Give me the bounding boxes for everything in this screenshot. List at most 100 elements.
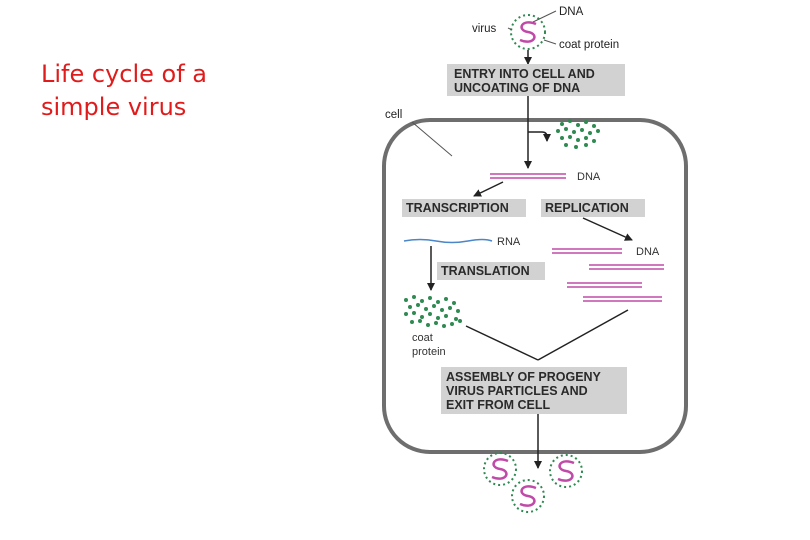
dna-label-right: DNA [636, 246, 660, 258]
cell-wall [382, 118, 688, 454]
coat-protein-dot [424, 307, 428, 311]
dna-strands-uncoated [490, 173, 566, 179]
coat-protein-dot [576, 138, 580, 142]
cell-label: cell [385, 109, 402, 121]
coat-protein-dot [412, 295, 416, 299]
coat-protein-dot [412, 311, 416, 315]
virus-coat-ring [549, 454, 583, 488]
coat-protein-dot [454, 317, 458, 321]
coat-protein-dot [560, 136, 564, 140]
coat-protein-dot [416, 303, 420, 307]
coat-protein-dot [436, 316, 440, 320]
coat-protein-dot [442, 324, 446, 328]
entry-box-line-2: UNCOATING OF DNA [454, 81, 580, 95]
replication-box [541, 199, 645, 217]
converge-line-right [537, 309, 629, 361]
coat-protein-dot [420, 315, 424, 319]
translation-label: TRANSLATION [441, 264, 530, 278]
coat-protein-dot [588, 131, 592, 135]
progeny-virus-2 [549, 454, 583, 488]
virus-coat-ring [510, 14, 546, 50]
coat-protein-dot [580, 128, 584, 132]
virus-dna-coil [557, 460, 575, 482]
coat-protein-label-top: coat protein [559, 39, 619, 51]
virus-dna-coil [519, 485, 537, 507]
coat-protein-dot [572, 130, 576, 134]
dna-strands-replicated [552, 248, 664, 302]
coat-protein-dot [410, 320, 414, 324]
coat-protein-dot [584, 120, 588, 124]
virus-coat-ring [511, 479, 545, 513]
coat-protein-dot [436, 300, 440, 304]
virus-dna-coil [519, 21, 537, 43]
translation-box [437, 262, 545, 280]
slide-title-line-1: Life cycle of a [41, 60, 208, 88]
dna-label-mid: DNA [577, 171, 601, 183]
coat-protein-dot [592, 124, 596, 128]
coat-protein-dot [576, 123, 580, 127]
coat-protein-dot [448, 306, 452, 310]
entry-box-line-1: ENTRY INTO CELL AND [454, 67, 595, 81]
assembly-box-line-2: VIRUS PARTICLES AND [446, 384, 588, 398]
assembly-box [441, 367, 627, 414]
arrow-replication-to-dna [582, 217, 633, 241]
cell-label-leader [411, 121, 453, 157]
coat-protein-dot [408, 305, 412, 309]
converge-line-left [465, 325, 539, 361]
virus-label: virus [472, 23, 497, 35]
coat-protein-dot [444, 297, 448, 301]
coat-protein-dot [418, 319, 422, 323]
coat-protein-dot [568, 119, 572, 123]
virus-dna-coil [491, 458, 509, 480]
coat-protein-dot [444, 314, 448, 318]
transcription-box [402, 199, 526, 217]
coat-protein-dot [450, 322, 454, 326]
coat-protein-dot [574, 145, 578, 149]
coat-protein-dot [560, 122, 564, 126]
assembly-box-line-3: EXIT FROM CELL [446, 398, 551, 412]
rna-strand [403, 238, 493, 244]
coat-protein-label-bottom-1: coat [412, 332, 433, 344]
coat-protein-dot [456, 309, 460, 313]
virus-label-leader [507, 27, 513, 31]
coat-protein-dot [458, 319, 462, 323]
replication-label: REPLICATION [545, 201, 629, 215]
coat-protein-dot [428, 296, 432, 300]
coat-protein-dot [452, 301, 456, 305]
coat-protein-dot [404, 312, 408, 316]
coat-protein-dot [556, 129, 560, 133]
coat-protein-dot [564, 127, 568, 131]
virus-coat-ring [483, 452, 517, 486]
dna-top-leader [532, 10, 557, 23]
coat-protein-dot [432, 304, 436, 308]
coat-protein-dot [568, 135, 572, 139]
coat-protein-dot [584, 136, 588, 140]
slide-title-line-2: simple virus [41, 93, 187, 121]
rna-label: RNA [497, 236, 521, 248]
coat-protein-dot [564, 143, 568, 147]
coat-protein-dot [440, 308, 444, 312]
transcription-label: TRANSCRIPTION [406, 201, 509, 215]
coat-protein-dot [592, 139, 596, 143]
progeny-virus-1 [483, 452, 517, 486]
coat-protein-dot [596, 129, 600, 133]
coat-protein-dot [428, 312, 432, 316]
coat-protein-cluster [404, 295, 462, 328]
progeny-virus-3 [511, 479, 545, 513]
entry-box [447, 64, 625, 96]
coat-protein-dot [434, 321, 438, 325]
coat-protein-top-leader [543, 39, 557, 45]
slide-title: Life cycle of a simple virus [41, 58, 301, 124]
coat-protein-label-bottom-2: protein [412, 346, 446, 358]
arrow-uncoating [528, 131, 551, 142]
coat-protein-dot [404, 298, 408, 302]
virus-particle-top [510, 14, 546, 50]
coat-protein-dot [420, 299, 424, 303]
assembly-box-line-1: ASSEMBLY OF PROGENY [446, 370, 602, 384]
coat-protein-dot [426, 323, 430, 327]
coat-protein-dot [584, 143, 588, 147]
arrow-to-transcription [473, 181, 504, 197]
released-coat-proteins [556, 119, 600, 149]
dna-label-top: DNA [559, 6, 584, 18]
